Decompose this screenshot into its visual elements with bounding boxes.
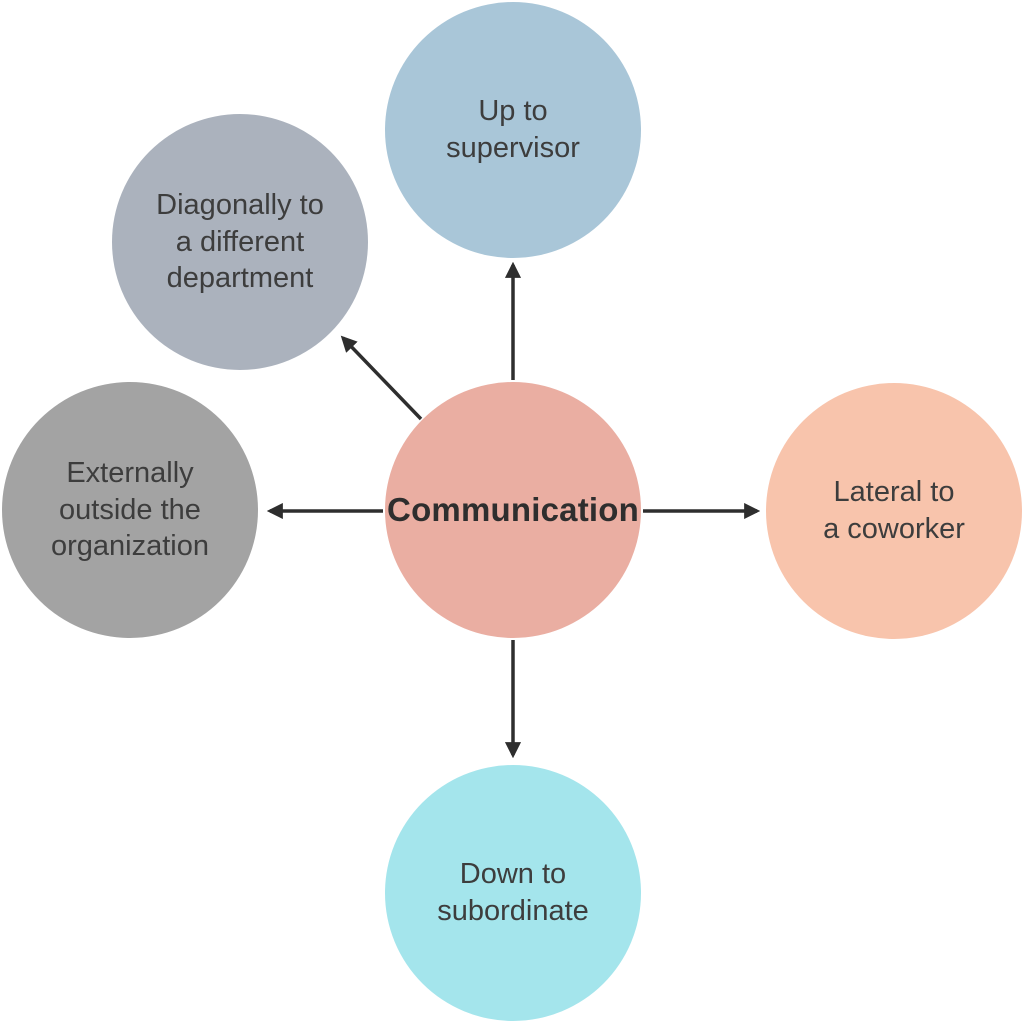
arrow-to-diagonal-icon bbox=[340, 335, 423, 421]
node-lateral-to-coworker-label: Lateral to a coworker bbox=[823, 476, 965, 545]
node-communication-label: Communication bbox=[387, 491, 639, 529]
node-diagonally-different-department-label: Diagonally to a different department bbox=[156, 188, 324, 295]
node-down-to-subordinate-label: Down to subordinate bbox=[437, 858, 589, 927]
node-externally-outside-organization-label: Externally outside the organization bbox=[51, 456, 209, 563]
node-diagonally-different-department: Diagonally to a different department bbox=[112, 114, 368, 370]
node-down-to-subordinate: Down to subordinate bbox=[385, 765, 641, 1021]
node-up-to-supervisor: Up to supervisor bbox=[385, 2, 641, 258]
node-lateral-to-coworker: Lateral to a coworker bbox=[766, 383, 1022, 639]
node-up-to-supervisor-label: Up to supervisor bbox=[446, 95, 580, 164]
node-communication: Communication bbox=[385, 382, 641, 638]
node-externally-outside-organization: Externally outside the organization bbox=[2, 382, 258, 638]
